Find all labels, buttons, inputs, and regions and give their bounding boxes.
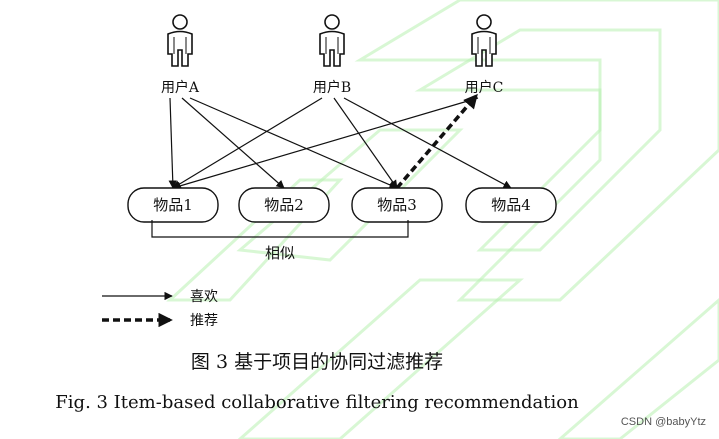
similarity-label: 相似 [265, 244, 295, 262]
item-box [238, 187, 330, 223]
item-label: 物品1 [153, 196, 193, 214]
item-node-1: 物品1 [127, 187, 219, 223]
figure-caption-chinese: 图 3 基于项目的协同过滤推荐 [191, 351, 443, 373]
like-edges [168, 97, 512, 190]
item-box [351, 187, 443, 223]
item-label: 物品3 [377, 196, 417, 214]
similarity-bracket [151, 220, 409, 238]
item-label: 物品2 [264, 196, 304, 214]
like-edge-b-3 [333, 97, 398, 189]
item-box [465, 187, 557, 223]
item-node-4: 物品4 [465, 187, 557, 223]
items-layer: 物品1 物品2 物品3 物品4 [127, 187, 557, 223]
like-edge-a-2 [181, 97, 285, 189]
recommend-edge-3-c [395, 93, 478, 190]
person-icon [319, 14, 345, 67]
figure-caption-english: Fig. 3 Item-based collaborative filterin… [55, 392, 579, 413]
legend-recommend-label: 推荐 [190, 313, 218, 329]
user-node-b: 用户B [313, 14, 351, 96]
like-edge-b-1 [172, 97, 323, 189]
like-edge-b-4 [343, 97, 512, 189]
person-icon [167, 14, 193, 67]
csdn-watermark: CSDN @babyYtz [621, 416, 706, 428]
person-icon [471, 14, 497, 67]
like-edge-a-3 [189, 97, 398, 189]
item-label: 物品4 [491, 196, 531, 214]
user-node-a: 用户A [161, 14, 200, 96]
background-watermark-graphic [166, 0, 719, 439]
user-label: 用户A [161, 79, 200, 96]
legend: 喜欢 推荐 [102, 289, 218, 329]
legend-like-label: 喜欢 [190, 289, 218, 305]
user-label: 用户C [465, 79, 504, 96]
like-edge-a-1 [168, 97, 177, 189]
item-box [127, 187, 219, 223]
users-layer: 用户A 用户B 用户C [161, 14, 504, 96]
like-edge-c-1 [172, 97, 479, 190]
item-node-2: 物品2 [238, 187, 330, 223]
user-node-c: 用户C [465, 14, 504, 96]
user-label: 用户B [313, 79, 351, 96]
item-node-3: 物品3 [351, 187, 443, 223]
recommend-edges [395, 93, 478, 190]
